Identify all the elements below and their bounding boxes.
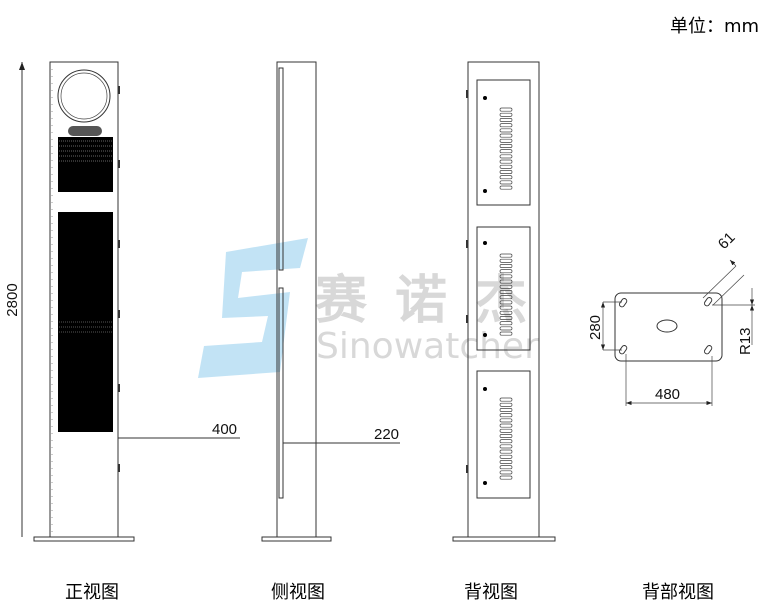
vent-slot [499, 144, 513, 148]
back-view-caption: 背视图 [464, 582, 518, 603]
vent-slot [499, 423, 513, 428]
front-width-dim: 400 [212, 421, 237, 438]
vent-slot [499, 170, 513, 174]
vent-slot [499, 470, 513, 475]
vent-slot [499, 316, 513, 320]
vent-slot [499, 258, 513, 263]
vent-slot [499, 408, 513, 412]
vent-slot [499, 460, 513, 464]
vent-slot [499, 290, 513, 294]
vent-slot [499, 128, 513, 133]
base-diameter-dim: 61 [715, 229, 739, 253]
vent-slot [499, 331, 513, 336]
vent-slot [499, 434, 513, 438]
side-view: 220 侧视图 [261, 61, 400, 603]
watermark-en: Sinowatcher [316, 326, 539, 367]
vent-slot [499, 402, 513, 407]
vent-slot [499, 284, 513, 289]
vent-slot [499, 138, 513, 143]
vent-slot [499, 475, 513, 480]
vent-slot [499, 295, 513, 300]
front-height-dim: 2800 [4, 283, 21, 316]
side-depth-dim: 220 [374, 426, 399, 443]
watermark-cn: 赛诺杰 [315, 271, 555, 331]
vent-slot [499, 279, 513, 284]
vent-slot [499, 133, 513, 138]
vent-slot [499, 439, 513, 444]
side-view-caption: 侧视图 [271, 582, 325, 603]
watermark-logo-icon [198, 238, 308, 378]
unit-label: 单位：mm [670, 16, 759, 37]
vent-slot [499, 164, 513, 169]
vent-slot [499, 154, 513, 159]
vent-slot [499, 397, 513, 402]
vent-slot [499, 449, 513, 454]
vent-slot [499, 274, 513, 279]
vent-slot [499, 107, 513, 112]
vent-slot [499, 269, 513, 274]
vent-slot [499, 310, 513, 315]
vent-slot [499, 149, 513, 154]
base-plate-view: 61 R13 280 480 背部视图 [587, 229, 755, 603]
vent-slot [499, 413, 513, 418]
vent-slot [499, 159, 513, 164]
vent-slot [499, 326, 513, 331]
vent-slot [499, 418, 513, 423]
vent-slot [499, 175, 513, 180]
watermark: 赛诺杰 Sinowatcher [198, 238, 555, 378]
vent-slot [499, 185, 513, 190]
vent-slot [499, 112, 513, 117]
base-radius-dim: R13 [737, 327, 754, 355]
base-view-caption: 背部视图 [642, 582, 714, 603]
vent-slot [499, 454, 513, 459]
front-view-caption: 正视图 [65, 582, 119, 603]
vent-slot [499, 253, 513, 258]
back-view: 背视图 [452, 61, 556, 603]
vent-slot [499, 305, 513, 310]
vent-slot [499, 300, 513, 305]
vent-slot [499, 118, 513, 122]
vent-slot [499, 465, 513, 470]
vent-slot [499, 444, 513, 449]
front-view: 2800 400 正视图 [4, 61, 240, 603]
vent-slot [499, 180, 513, 185]
base-hole-spacing-x: 480 [655, 386, 680, 403]
base-hole-spacing-y: 280 [587, 315, 604, 340]
vent-slot [499, 321, 513, 326]
vent-slot [499, 264, 513, 268]
vent-slot [499, 123, 513, 128]
vent-slot [499, 428, 513, 433]
